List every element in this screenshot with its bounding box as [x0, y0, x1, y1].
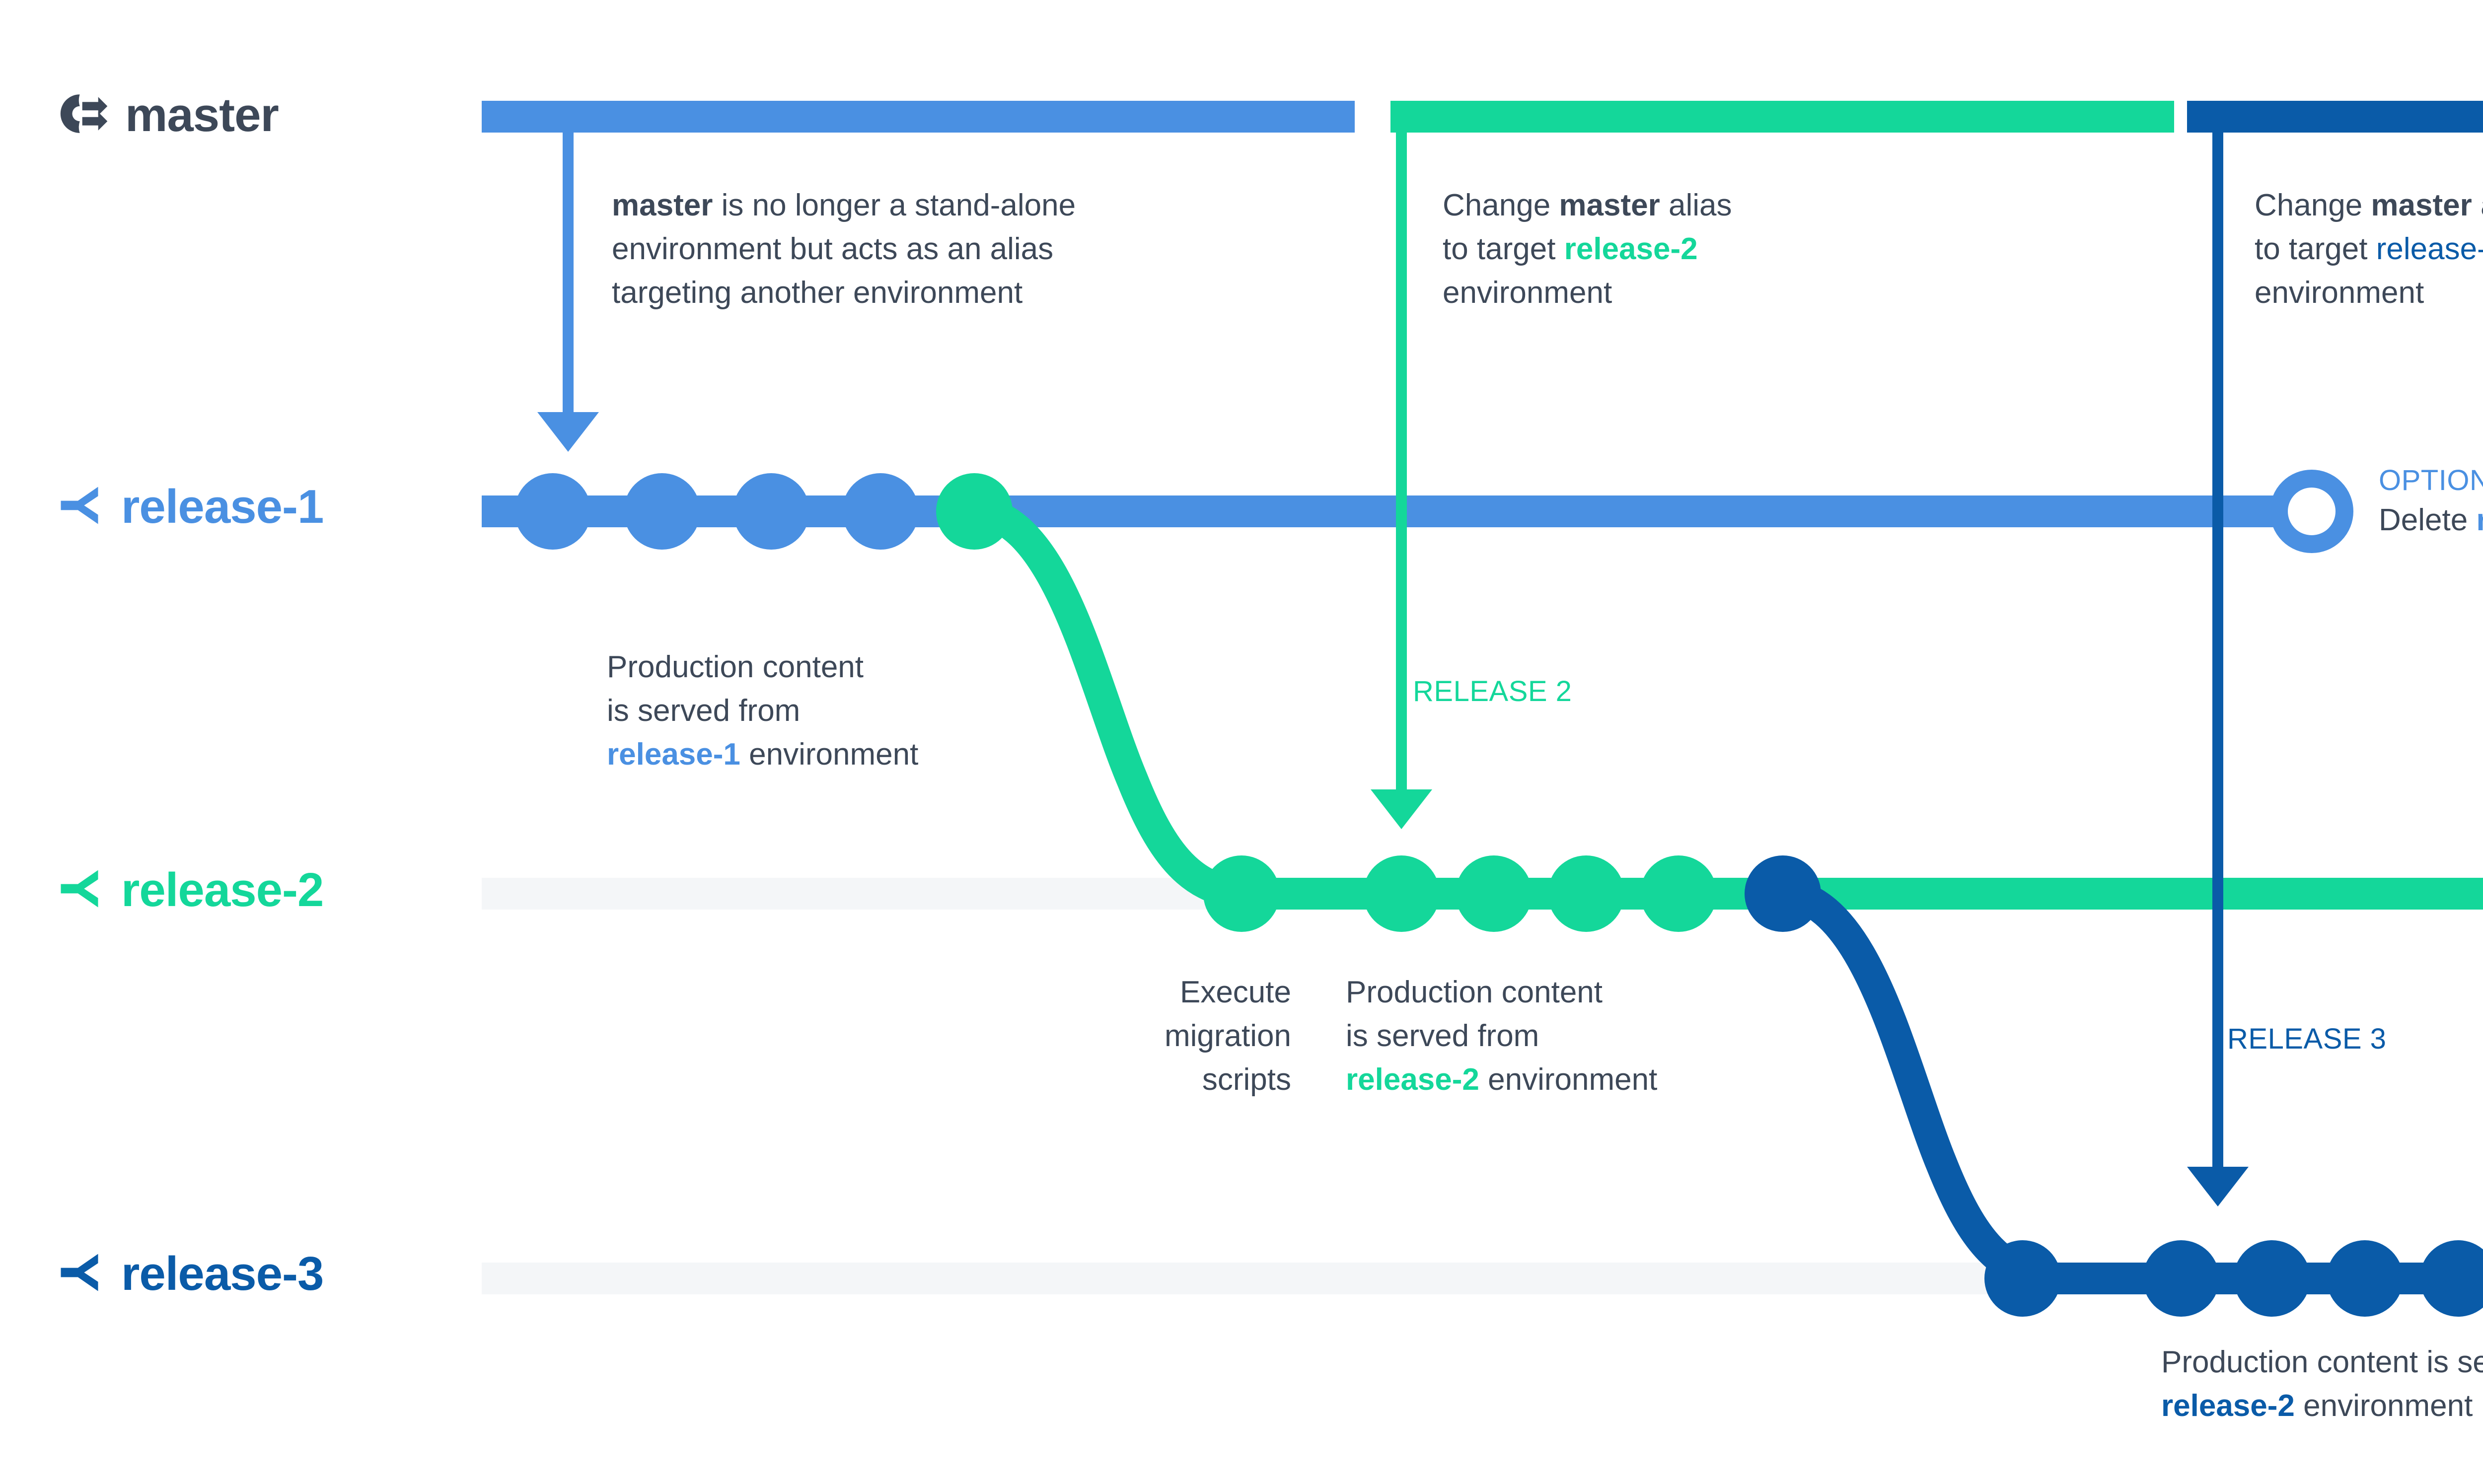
note-text: to target [1443, 232, 1564, 267]
note-text: environment [1443, 276, 1612, 310]
note-text: is served from [607, 694, 801, 728]
note-text: migration [1165, 1019, 1291, 1054]
note-bold-master: master [612, 188, 713, 222]
lane-label-text-release-2: release-2 [121, 863, 324, 917]
note-target-release-1: release-1 [2476, 502, 2483, 537]
commit-dot [1203, 855, 1280, 932]
note-text: to target [2255, 232, 2376, 267]
commit-dot [1548, 855, 1624, 932]
note-text: alias [1660, 188, 1732, 222]
commit-dot [1640, 855, 1717, 932]
git-branch-icon [55, 1248, 104, 1300]
alias-arrow-master-to-release-3 [2187, 133, 2249, 1206]
note-text: is served from [1346, 1019, 1539, 1054]
note-target-release-1: release-1 [607, 737, 740, 772]
lane-label-release-1: release-1 [55, 480, 324, 533]
branch-curve-release-1-to-release-2 [971, 495, 1252, 910]
commit-dot [1363, 855, 1440, 932]
note-target-release-2: release-2 [1346, 1062, 1479, 1097]
commit-dot [1456, 855, 1532, 932]
commit-dot [2234, 1240, 2310, 1317]
note-text: environment [2294, 1389, 2473, 1423]
note-bold-master: master [1559, 188, 1660, 222]
tag-release-2: RELEASE 2 [1413, 675, 1572, 707]
note-target-release-2: release-2 [1564, 232, 1698, 267]
alias-arrow-master-to-release-2 [1371, 133, 1432, 829]
branch-line-release-2 [1232, 878, 2483, 910]
master-segment-release-1 [482, 101, 1355, 133]
lane-label-master: master [55, 87, 279, 143]
note-text: is no longer a stand-alone [713, 188, 1076, 222]
note-text: environment but acts as an alias [612, 232, 1054, 267]
note-bold-master: master [2371, 188, 2472, 222]
master-segment-release-2 [1390, 101, 2174, 133]
commit-dot-branch-release-3 [1745, 855, 1821, 932]
note-text: Change [2255, 188, 2371, 222]
note-text: Delete [2379, 502, 2477, 537]
note-production-from-release-1: Production content is served from releas… [607, 645, 1128, 777]
note-production-from-release-2-bottom: Production content is served from releas… [2161, 1341, 2483, 1428]
note-text: alias [2472, 188, 2483, 222]
note-text: scripts [1202, 1062, 1291, 1097]
lane-label-release-3: release-3 [55, 1247, 324, 1300]
note-text: Production content [607, 650, 864, 684]
commit-dot [842, 473, 919, 550]
note-text: environment [740, 737, 919, 772]
lane-label-text-master: master [125, 88, 279, 141]
commit-dot [514, 473, 591, 550]
lane-label-text-release-3: release-3 [121, 1247, 324, 1300]
alias-arrow-master-to-release-1 [537, 133, 599, 452]
note-text: Production content is served from [2161, 1345, 2483, 1379]
note-target-release-2: release-2 [2161, 1389, 2295, 1423]
commit-dot [1984, 1240, 2061, 1317]
note-change-alias-release-3: Change master alias to target release-3 … [2255, 184, 2483, 315]
commit-dot [733, 473, 809, 550]
commit-dot [2327, 1240, 2403, 1317]
note-master-alias-intro: master is no longer a stand-alone enviro… [612, 184, 1257, 315]
note-text: Production content [1346, 975, 1603, 1009]
inactive-track-release-3 [482, 1263, 2046, 1294]
note-text: Change [1443, 188, 1559, 222]
commit-dot [624, 473, 700, 550]
master-segment-release-3 [2187, 101, 2483, 133]
note-change-alias-release-2: Change master alias to target release-2 … [1443, 184, 2039, 315]
hollow-commit-dot-optional [2270, 470, 2353, 553]
note-text: targeting another environment [612, 276, 1023, 310]
inactive-track-release-2 [482, 878, 1276, 910]
commit-dot [2143, 1240, 2219, 1317]
commit-dot [2420, 1240, 2483, 1317]
note-text: environment [2255, 276, 2424, 310]
git-branch-icon [55, 864, 104, 916]
note-text: environment [1479, 1062, 1658, 1097]
git-alias-icon [55, 87, 108, 143]
tag-release-3: RELEASE 3 [2227, 1023, 2387, 1055]
note-execute-migration-scripts: Execute migration scripts [944, 971, 1291, 1102]
commit-dot-branch-release-2 [936, 473, 1013, 550]
lane-label-release-2: release-2 [55, 863, 324, 917]
note-production-from-release-2: Production content is served from releas… [1346, 971, 1892, 1102]
optional-heading: OPTIONAL: [2379, 464, 2483, 496]
note-target-release-3: release-3 [2376, 232, 2483, 267]
git-branch-icon [55, 481, 104, 533]
note-optional-delete-release-1: OPTIONAL: Delete release-1 environment [2379, 462, 2483, 540]
lane-label-text-release-1: release-1 [121, 480, 324, 533]
note-text: Execute [1179, 975, 1291, 1009]
